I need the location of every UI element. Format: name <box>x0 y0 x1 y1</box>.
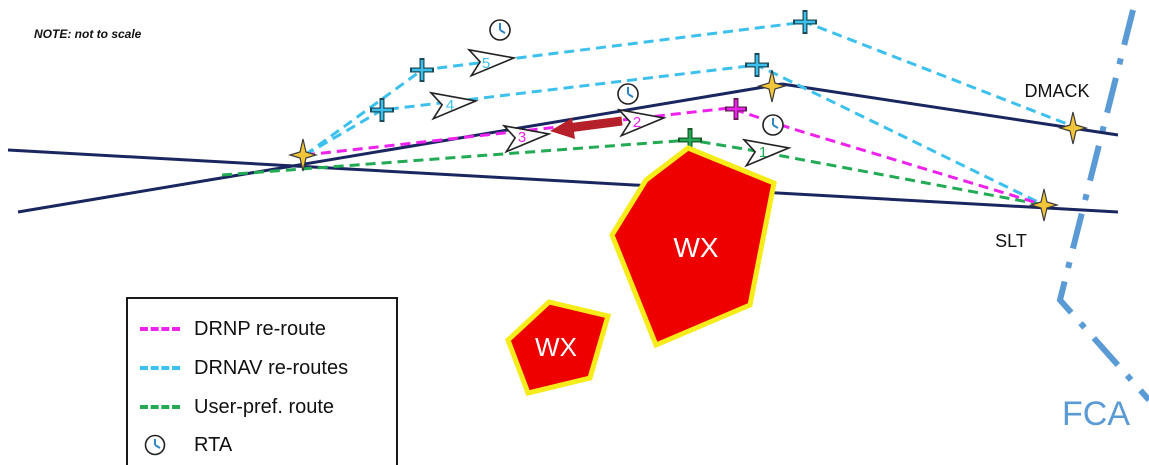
aircraft-label-2: 2 <box>633 114 641 131</box>
aircraft-label-4: 4 <box>446 97 454 114</box>
aircraft-1 <box>741 138 792 168</box>
aircraft-3 <box>501 124 552 154</box>
legend-item-drnav: DRNAV re-routes <box>140 354 348 382</box>
reroute-arrow <box>550 116 623 139</box>
cross-marker <box>372 100 392 120</box>
cross-marker <box>412 60 432 80</box>
legend-swatch-drnp <box>140 327 180 331</box>
legend-label: RTA <box>194 433 233 456</box>
clock-icon <box>140 434 180 456</box>
aircraft-5 <box>466 48 517 78</box>
fca-boundary <box>1056 9 1149 402</box>
fca-label: FCA <box>1062 395 1130 433</box>
cross-marker <box>727 100 745 118</box>
waypoint-label-dmack: DMACK <box>1024 81 1089 101</box>
waypoint-star-icon <box>758 69 786 103</box>
wx-cell-large <box>609 145 777 349</box>
legend-label: DRNAV re-routes <box>194 356 349 379</box>
legend-item-drnp: DRNP re-route <box>140 315 326 343</box>
wx-cell-small <box>505 299 612 396</box>
drnav-route-4 <box>304 63 1045 207</box>
cross-marker <box>747 55 767 75</box>
jet-route-upper <box>17 82 783 214</box>
legend-swatch-drnav <box>140 366 180 370</box>
drnav-route-5 <box>304 20 1076 157</box>
aircraft-label-1: 1 <box>759 144 767 161</box>
waypoint-slt-icon <box>1030 188 1058 222</box>
legend: DRNP re-route DRNAV re-routes User-pref.… <box>126 297 398 465</box>
waypoint-label-slt: SLT <box>995 231 1027 251</box>
legend-label: User-pref. route <box>194 395 335 418</box>
aircraft-label-3: 3 <box>518 129 526 146</box>
jet-route-lower <box>7 148 1119 214</box>
cross-marker <box>795 12 815 32</box>
note-text: NOTE: not to scale <box>34 27 142 41</box>
wx-label-small: WX <box>535 332 577 362</box>
clock-icon <box>617 83 639 105</box>
legend-item-rta: RTA <box>140 431 232 459</box>
aircraft-label-5: 5 <box>482 55 490 72</box>
jet-route-upper-east <box>781 82 1119 137</box>
waypoint-dmack-icon <box>1059 111 1087 145</box>
legend-label: DRNP re-route <box>194 317 326 340</box>
legend-item-user-pref: User-pref. route <box>140 393 334 421</box>
clock-icon <box>762 114 784 136</box>
legend-swatch-user-pref <box>140 405 180 409</box>
clock-icon <box>489 19 511 41</box>
wx-label-large: WX <box>673 232 718 263</box>
user-pref-route <box>221 138 1045 207</box>
aircraft-2 <box>616 108 667 138</box>
aircraft-4 <box>428 91 479 121</box>
